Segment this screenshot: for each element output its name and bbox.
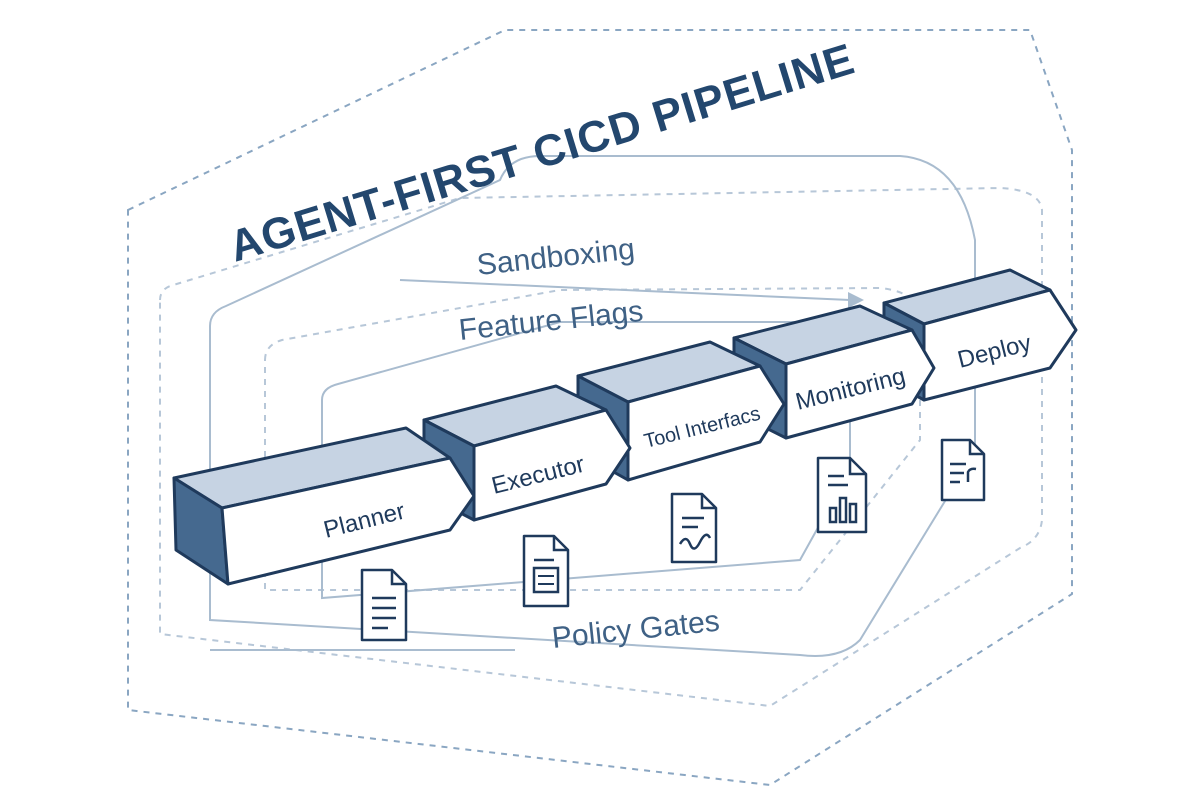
layer-label-sandboxing: Sandboxing (475, 233, 636, 282)
document-form-icon (522, 534, 570, 608)
flow-arrow-head (848, 292, 864, 308)
document-signature-icon (670, 492, 718, 564)
document-text-icon (940, 438, 986, 502)
feature-flags-frame (209, 155, 976, 657)
page-title: AGENT-FIRST CICD PIPELINE (224, 34, 861, 271)
layer-label-feature-flags: Feature Flags (457, 295, 645, 347)
flow-arrow-line (399, 279, 851, 301)
stage-deploy: Deploy (882, 268, 1078, 402)
layer-label-policy-gates: Policy Gates (550, 605, 721, 655)
stage-planner: Planner (172, 426, 476, 586)
document-chart-icon (816, 456, 868, 534)
outer-dashed-frame (127, 29, 1073, 787)
document-lines-icon (360, 568, 408, 642)
sandboxing-frame (159, 186, 1043, 708)
